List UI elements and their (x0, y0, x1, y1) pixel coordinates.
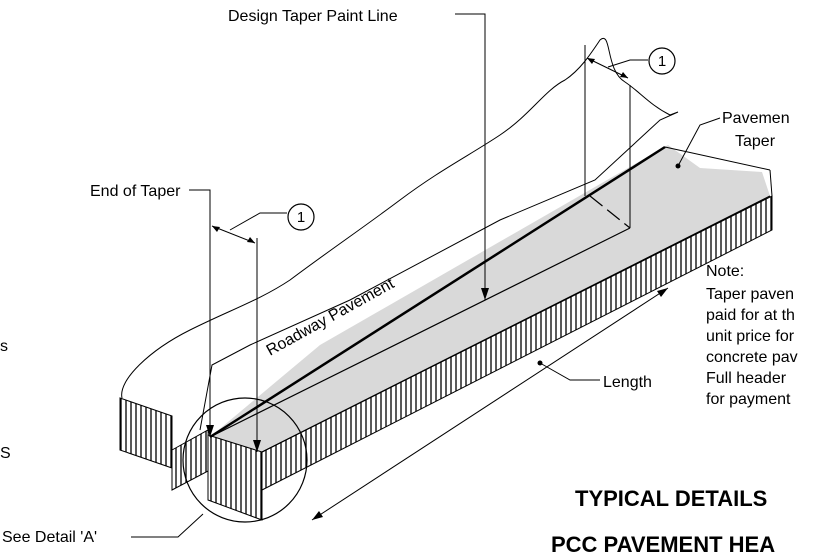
note-line: for payment (706, 391, 791, 408)
callout-circle-2 (648, 47, 676, 75)
note-line: unit price for (706, 328, 795, 345)
left-edge-text-1: s (0, 338, 8, 355)
long-hatched-face (261, 195, 773, 491)
note-line: concrete pav (706, 349, 798, 366)
taper-surface (210, 145, 770, 452)
design-taper-paint-line-label: Design Taper Paint Line (228, 8, 398, 25)
note-line: Full header (706, 370, 787, 387)
roadway-step-face (171, 429, 211, 491)
roadway-left-face (119, 397, 173, 469)
note-block: Note: Taper paven paid for at th unit pr… (706, 263, 798, 408)
taper-label: Taper (735, 133, 776, 150)
see-detail-a-label: See Detail 'A' (2, 529, 97, 546)
note-heading: Note: (706, 263, 744, 280)
end-of-taper-label: End of Taper (90, 183, 181, 200)
detail-a-circle (182, 397, 308, 523)
title-line-1: TYPICAL DETAILS (575, 486, 767, 511)
note-line: Taper paven (706, 286, 794, 303)
roadway-pavement-outline (121, 37, 679, 431)
title-line-2: PCC PAVEMENT HEA (551, 532, 775, 557)
callout-number-1: 1 (297, 209, 305, 226)
left-edge-text-2: S (0, 445, 11, 462)
length-label: Length (603, 374, 652, 391)
note-line: paid for at th (706, 307, 795, 324)
callout-number-2: 1 (658, 53, 666, 70)
callout-circle-1 (287, 203, 315, 231)
pavement-label: Pavemen (722, 110, 790, 127)
